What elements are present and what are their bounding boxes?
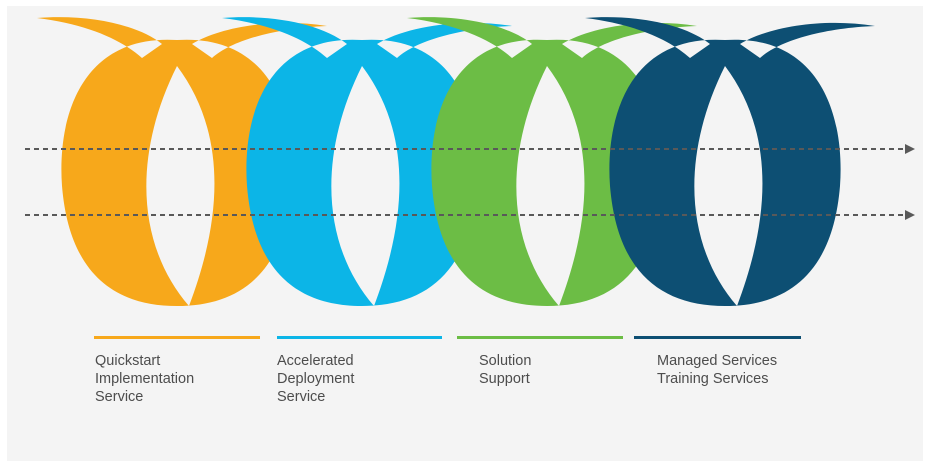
stage-label-solution: Solution Support bbox=[479, 353, 532, 387]
stage-label-managed: Managed Services Training Services bbox=[657, 353, 778, 387]
loop-managed bbox=[585, 17, 875, 306]
stage-label-accelerated: Accelerated Deployment Service bbox=[277, 353, 355, 405]
loop-accelerated bbox=[222, 17, 512, 306]
stage-label-quickstart: Quickstart Implementation Service bbox=[95, 353, 195, 405]
stage-bar-quickstart bbox=[94, 336, 260, 339]
stage-bar-solution bbox=[457, 336, 623, 339]
lifecycle-loops-diagram bbox=[25, 17, 915, 339]
stage-bar-accelerated bbox=[277, 336, 442, 339]
loop-quickstart bbox=[37, 17, 327, 306]
stage-bar-managed bbox=[634, 336, 801, 339]
diagram-canvas bbox=[7, 6, 923, 461]
